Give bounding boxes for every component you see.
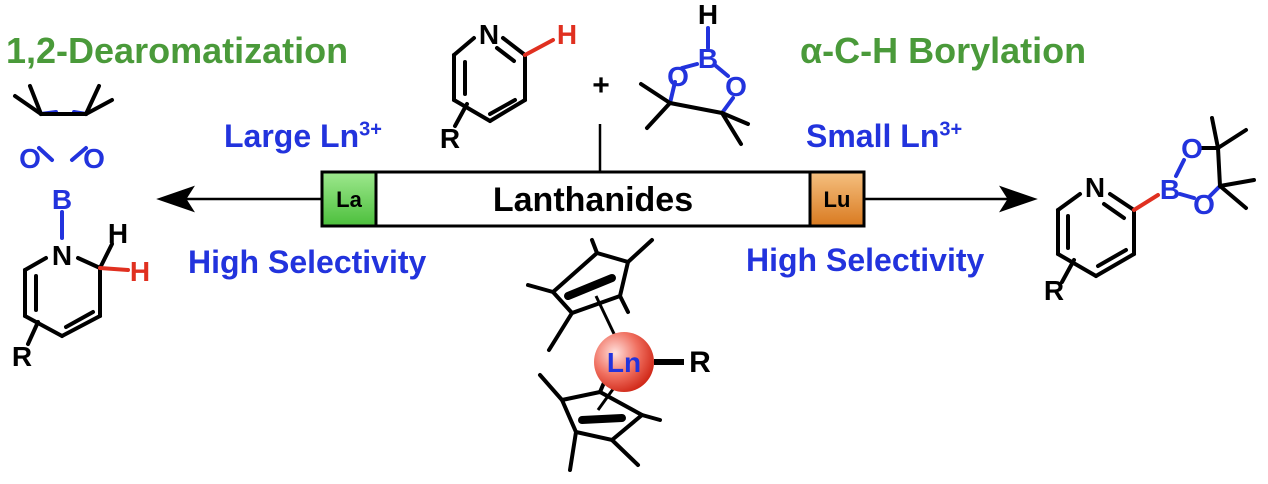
lu-box [808,170,866,228]
large-ln-charge: 3+ [359,118,382,141]
catalyst-ligand: R [689,346,711,379]
la-box [320,170,378,228]
dearomatized-product [13,84,130,346]
hbpin-o1: O [667,61,689,92]
right-product-o2: O [1193,189,1215,220]
right-product-o1: O [1181,133,1203,164]
right-selectivity-label: High Selectivity [746,242,985,278]
large-ln-label: Large Ln3+ [224,118,382,155]
large-ln-text: Large Ln [224,118,360,154]
pyridine-reactant [452,36,555,128]
lanthanides-bar: La Lu Lanthanides [320,170,866,228]
left-selectivity-label: High Selectivity [188,244,427,280]
catalyst-metal: Ln [607,347,641,378]
left-arrow [156,185,322,213]
small-ln-label: Small Ln3+ [806,118,962,155]
catalyst-lower-cp-ring [538,373,662,472]
lu-label: Lu [824,187,851,212]
left-product-r: R [12,341,32,372]
left-product-h2: H [130,256,150,287]
right-product-b: B [1160,174,1180,205]
hbpin-o2: O [725,71,747,102]
left-product-b: B [52,184,72,215]
small-ln-charge: 3+ [939,118,963,141]
lanthanides-label: Lanthanides [493,181,693,219]
left-product-o1: O [19,143,41,174]
pyridine-h: H [557,19,577,50]
title-dearomatization: 1,2-Dearomatization [6,30,349,71]
plus-sign: + [592,69,610,102]
hbpin-reactant [639,26,750,146]
right-arrow [865,185,1038,213]
title-borylation: α-C-H Borylation [800,30,1087,71]
small-ln-text: Small Ln [806,118,940,154]
borylated-product [1056,116,1256,284]
hbpin-b: B [698,43,718,74]
la-label: La [336,187,362,212]
right-product-n: N [1085,172,1105,203]
left-product-h1: H [108,218,128,249]
hbpin-h: H [698,0,718,30]
pyridine-n: N [479,19,499,50]
pyridine-r: R [440,123,460,154]
catalyst-upper-cp-ring [526,238,654,352]
left-product-n: N [52,240,72,271]
lanthanide-center [594,332,654,392]
left-product-o2: O [83,143,105,174]
right-product-r: R [1044,275,1064,306]
